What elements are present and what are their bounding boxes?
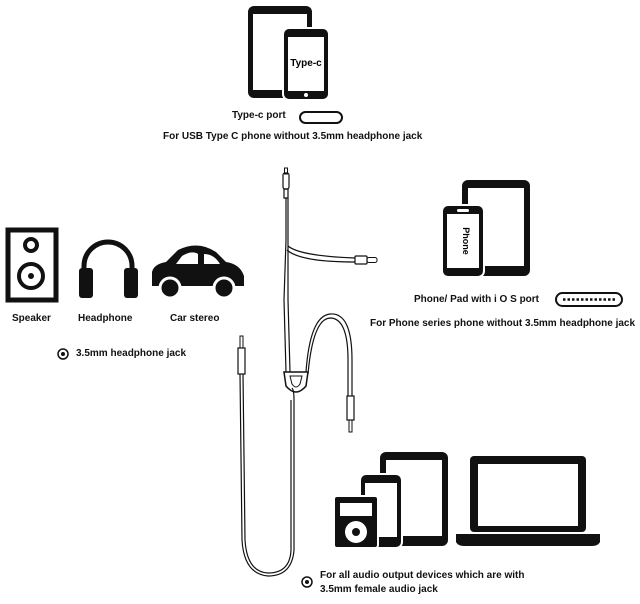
music-player-icon [333,495,379,549]
phone-icon [282,27,330,101]
type-c-caption: For USB Type C phone without 3.5mm headp… [163,131,423,142]
audio-jack-icon [57,348,69,360]
ios-port-label: Phone/ Pad with i O S port [414,294,540,305]
speaker-label: Speaker [12,313,51,324]
ios-caption: For Phone series phone without 3.5mm hea… [370,318,636,329]
type-c-port-label: Type-c port [232,110,286,121]
laptop-icon [456,456,600,546]
car-icon [152,245,244,300]
right-device-label: Phone [461,227,471,255]
headphone-jack-label: 3.5mm headphone jack [76,348,187,359]
lightning-port-icon [555,292,623,307]
headphone-icon [79,239,138,298]
usb-c-port-icon [299,111,343,124]
car-stereo-label: Car stereo [170,313,220,324]
phone-icon [441,204,485,278]
bottom-caption-line2: 3.5mm female audio jack [320,584,438,595]
headphone-label: Headphone [78,313,133,324]
audio-jack-icon [301,576,313,588]
bottom-caption-line1: For all audio output devices which are w… [320,570,525,581]
top-device-label: Type-c [290,58,322,69]
cable-icon [237,167,378,577]
speaker-icon [5,227,59,303]
